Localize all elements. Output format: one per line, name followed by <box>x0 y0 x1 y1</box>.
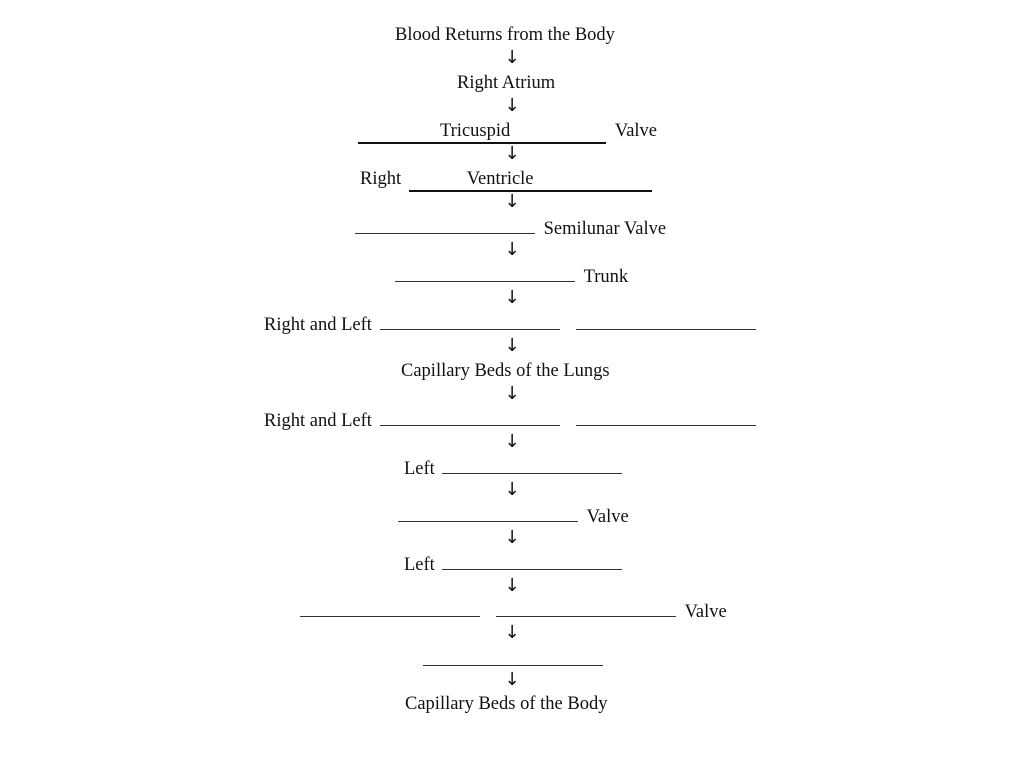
down-arrow-icon: ↓ <box>504 527 520 548</box>
step-right-left-veins: Right and Left <box>264 408 756 431</box>
step-capillary-lungs: Capillary Beds of the Lungs <box>401 360 610 382</box>
step-right-ventricle: Right Ventricle <box>360 168 652 192</box>
step-prefix: Right <box>360 169 402 189</box>
step-left-chamber-upper: Left <box>404 456 623 479</box>
blank-line[interactable] <box>395 264 575 282</box>
down-arrow-icon: ↓ <box>504 335 520 356</box>
down-arrow-icon: ↓ <box>504 669 520 690</box>
step-left-chamber-lower: Left <box>404 552 623 575</box>
down-arrow-icon: ↓ <box>504 431 520 452</box>
blank-line[interactable] <box>379 408 560 426</box>
step-blood-returns: Blood Returns from the Body <box>395 24 615 46</box>
step-text: Capillary Beds of the Body <box>405 694 608 714</box>
step-aortic-valve: Valve <box>300 599 727 622</box>
step-right-atrium: Right Atrium <box>457 72 555 94</box>
blank-line[interactable] <box>575 408 756 426</box>
step-suffix: Valve <box>614 121 658 141</box>
step-prefix: Right and Left <box>264 411 372 431</box>
blank-line[interactable] <box>496 599 676 617</box>
blank-line[interactable] <box>442 552 623 570</box>
down-arrow-icon: ↓ <box>504 239 520 260</box>
blank-line[interactable] <box>442 456 623 474</box>
step-text: Blood Returns from the Body <box>395 25 615 45</box>
step-capillary-body: Capillary Beds of the Body <box>405 693 607 715</box>
down-arrow-icon: ↓ <box>504 47 520 68</box>
step-semilunar-valve: Semilunar Valve <box>355 216 667 239</box>
step-text: Right Atrium <box>457 73 556 93</box>
down-arrow-icon: ↓ <box>504 479 520 500</box>
blank-line[interactable] <box>355 216 535 234</box>
down-arrow-icon: ↓ <box>504 95 520 116</box>
step-trunk: Trunk <box>395 264 629 287</box>
answer-line-tricuspid: Tricuspid <box>358 120 607 144</box>
down-arrow-icon: ↓ <box>504 143 520 164</box>
answer-line-ventricle: Ventricle <box>408 168 652 192</box>
step-suffix: Valve <box>684 602 727 622</box>
step-left-av-valve: Valve <box>398 504 629 527</box>
down-arrow-icon: ↓ <box>504 575 520 596</box>
step-prefix: Left <box>404 459 435 479</box>
step-prefix: Left <box>404 555 435 575</box>
blank-line[interactable] <box>300 599 480 617</box>
answer-text: Ventricle <box>466 169 534 189</box>
blank-line[interactable] <box>398 504 578 522</box>
step-suffix: Trunk <box>583 267 629 287</box>
down-arrow-icon: ↓ <box>504 287 520 308</box>
blank-line[interactable] <box>379 312 560 330</box>
down-arrow-icon: ↓ <box>504 191 520 212</box>
step-prefix: Right and Left <box>264 315 372 335</box>
blank-line[interactable] <box>423 648 603 666</box>
step-tricuspid-valve: Tricuspid Valve <box>358 120 658 144</box>
step-right-left-arteries: Right and Left <box>264 312 756 335</box>
blank-line[interactable] <box>575 312 756 330</box>
down-arrow-icon: ↓ <box>504 622 520 643</box>
step-aorta-blank <box>423 648 603 670</box>
down-arrow-icon: ↓ <box>504 383 520 404</box>
answer-text: Tricuspid <box>440 121 511 141</box>
step-suffix: Semilunar Valve <box>543 219 667 239</box>
step-text: Capillary Beds of the Lungs <box>401 361 610 381</box>
step-suffix: Valve <box>586 507 629 527</box>
